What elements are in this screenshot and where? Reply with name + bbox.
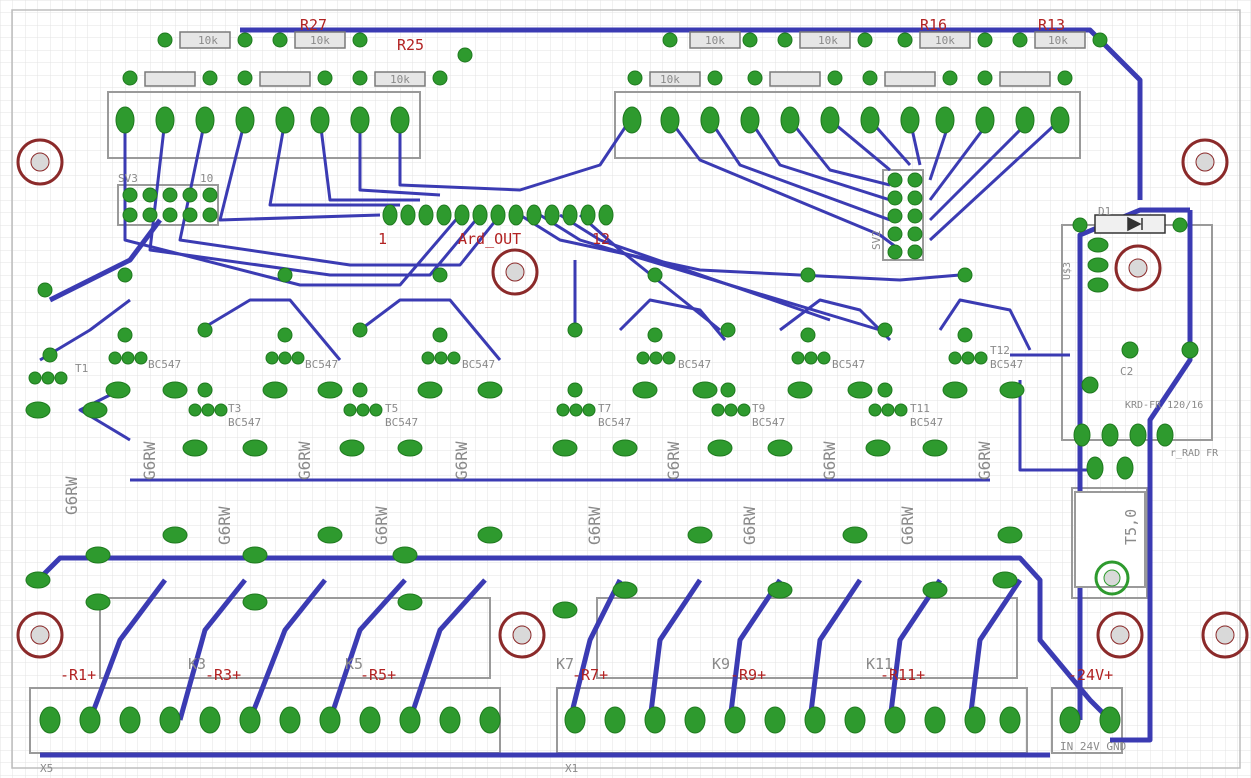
board-outline	[11, 9, 1241, 769]
regulator-label: T5,0	[1122, 508, 1140, 545]
output-r9: -R9+	[730, 666, 767, 684]
type-bc547-e: BC547	[462, 358, 496, 371]
type-bc547-d: BC547	[385, 416, 419, 429]
output-r1: -R1+	[60, 666, 97, 684]
copper-traces	[36, 27, 1193, 758]
label-t3: T3	[228, 402, 242, 415]
relay-type-6: G6RW	[452, 441, 471, 480]
type-bc547-g: BC547	[678, 358, 712, 371]
output-r11: -R11+	[880, 666, 926, 684]
value-10k-h: 10k	[660, 73, 680, 86]
label-sv3: SV3	[118, 172, 138, 185]
relay-type-8: G6RW	[664, 441, 683, 480]
label-k3: K3	[188, 655, 207, 673]
value-10k-a: 10k	[198, 34, 218, 47]
label-r25: R25	[397, 36, 425, 54]
relay-type-10: G6RW	[820, 441, 839, 480]
regulator	[1074, 491, 1146, 596]
label-k9: K9	[712, 655, 731, 673]
connector-name: Ard_OUT	[458, 230, 522, 248]
relay-type-1: G6RW	[62, 476, 81, 515]
heatsink-label: KRD-FR 120/16	[1125, 400, 1204, 411]
relay-type-2: G6RW	[140, 441, 159, 480]
ic-label: U$3	[1062, 261, 1073, 280]
label-k7: K7	[556, 655, 575, 673]
type-bc547-f: BC547	[598, 416, 632, 429]
relay-type-3: G6RW	[215, 506, 234, 545]
type-bc547-a: BC547	[148, 358, 182, 371]
label-sv2: SV2	[870, 230, 883, 250]
label-t7: T7	[598, 402, 612, 415]
diode-d1	[1094, 214, 1166, 234]
label-r16: R16	[920, 16, 948, 34]
resistors-top	[144, 31, 1086, 87]
value-10k-d: 10k	[705, 34, 725, 47]
label-sv3-pin: 10	[200, 172, 214, 185]
label-t12: T12	[990, 344, 1010, 357]
cooler-label: r_RAD FR	[1170, 448, 1219, 459]
relay-type-5: G6RW	[372, 506, 391, 545]
value-10k-c: 10k	[390, 73, 410, 86]
label-k5: K5	[345, 655, 364, 673]
label-t9: T9	[752, 402, 766, 415]
value-10k-b: 10k	[310, 34, 330, 47]
label-r13: R13	[1038, 16, 1066, 34]
signal-traces	[39, 118, 1090, 482]
relay-type-7: G6RW	[585, 506, 604, 545]
label-r27: R27	[300, 16, 328, 34]
mounting-holes	[16, 138, 1249, 659]
relay-type-4: G6RW	[295, 441, 314, 480]
label-t5: T5	[385, 402, 399, 415]
pads	[25, 32, 1199, 734]
diode-label: D1	[1098, 205, 1112, 218]
label-t11: T11	[910, 402, 930, 415]
relay-type-9: G6RW	[740, 506, 759, 545]
connector-pin-first: 1	[378, 230, 388, 248]
output-r7: -R7+	[572, 666, 609, 684]
relay-type-11: G6RW	[898, 506, 917, 545]
type-bc547-j: BC547	[910, 416, 944, 429]
cap-c2: C2	[1120, 365, 1134, 378]
value-10k-g: 10k	[1048, 34, 1068, 47]
label-t1: T1	[75, 362, 89, 375]
relay-type-12: G6RW	[975, 441, 994, 480]
output-r3: -R3+	[205, 666, 242, 684]
connector-pin-last: 12	[592, 230, 611, 248]
type-bc547-i: BC547	[832, 358, 866, 371]
output-r5: -R5+	[360, 666, 397, 684]
type-bc547-k: BC547	[990, 358, 1024, 371]
type-bc547-h: BC547	[752, 416, 786, 429]
label-k11: K11	[866, 655, 894, 673]
type-bc547-c: BC547	[305, 358, 339, 371]
power-label: -24V+	[1068, 666, 1114, 684]
value-10k-e: 10k	[818, 34, 838, 47]
connector-x1: X1	[565, 762, 579, 775]
value-10k-f: 10k	[935, 34, 955, 47]
type-bc547-b: BC547	[228, 416, 262, 429]
input-label: IN_24V_GND	[1060, 740, 1127, 753]
connector-x5: X5	[40, 762, 54, 775]
